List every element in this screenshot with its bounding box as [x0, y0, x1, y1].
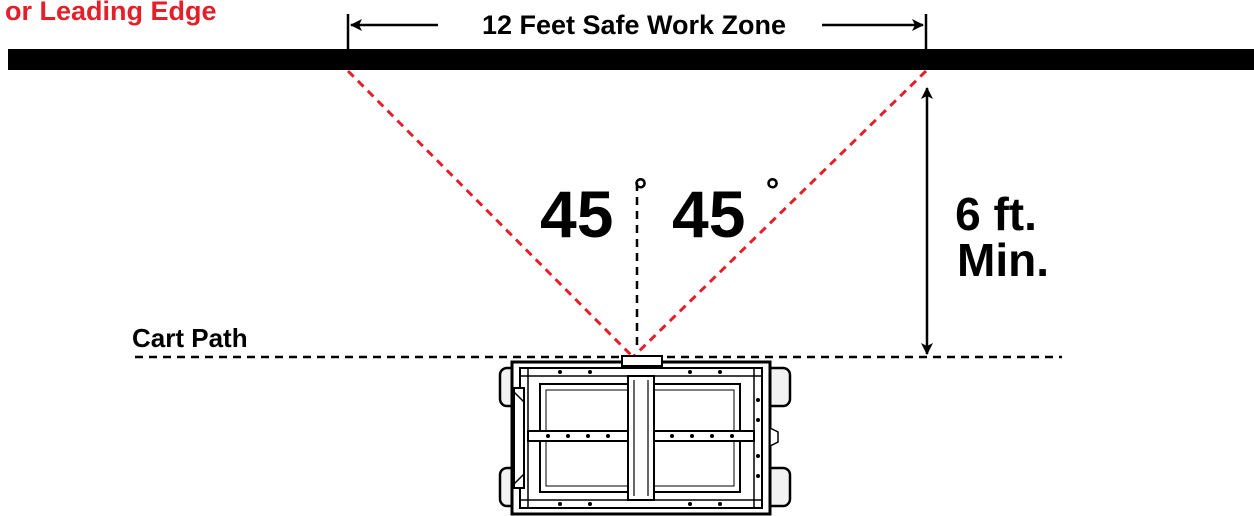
- cart-top-view-icon: [498, 355, 792, 516]
- left-degree-symbol: °: [634, 172, 648, 210]
- leading-edge-label: or Leading Edge: [5, 0, 217, 26]
- left-angle-value: 45: [540, 177, 613, 251]
- height-label-line1: 6 ft.: [955, 188, 1037, 240]
- right-degree-symbol: °: [766, 172, 780, 210]
- cart-path-label: Cart Path: [132, 323, 248, 353]
- leading-edge-bar: [8, 49, 1254, 70]
- left-angle-label: 45 °: [540, 172, 647, 251]
- left-45-degree-line: [346, 69, 635, 359]
- height-label-line2: Min.: [957, 234, 1049, 286]
- right-45-degree-line: [631, 69, 928, 359]
- work-zone-label: 12 Feet Safe Work Zone: [482, 10, 786, 40]
- right-angle-value: 45: [672, 177, 745, 251]
- right-angle-label: 45 °: [672, 172, 779, 251]
